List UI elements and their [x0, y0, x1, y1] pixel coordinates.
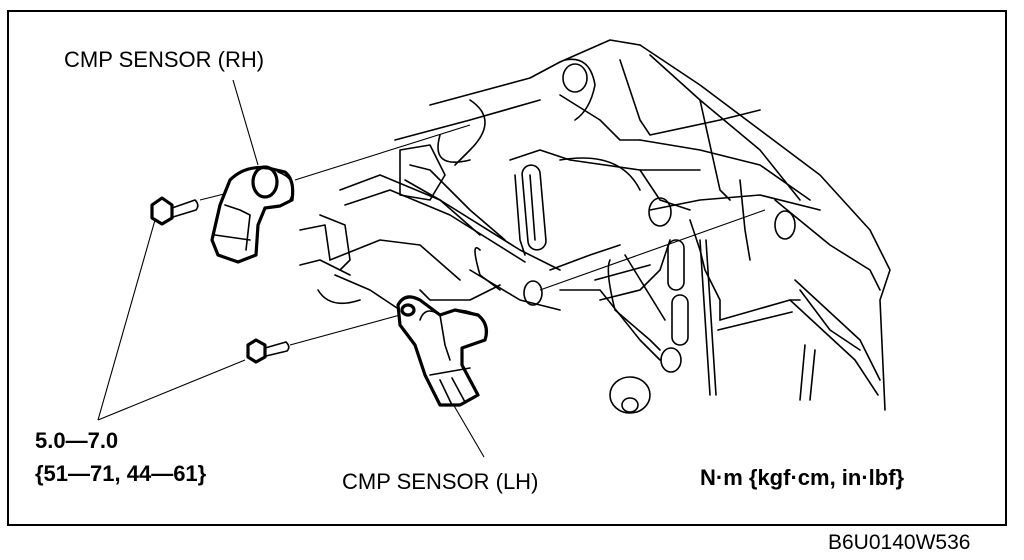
torque-units-label: N·m {kgf·cm, in·lbf}: [700, 465, 905, 490]
figure-frame: [7, 10, 1007, 526]
cmp-sensor-lh-icon: [396, 295, 489, 407]
torque-value: 5.0—7.0: [35, 428, 119, 453]
engine-block-icon: [299, 39, 891, 414]
torque-alt-values: {51—71, 44—61}: [35, 461, 207, 486]
bolt-icon: [246, 338, 290, 364]
cmp-sensor-rh-icon: [210, 165, 295, 264]
lh-axis-line: [289, 209, 766, 346]
torque-leader-lines: [97, 219, 246, 421]
rh-sensor-label: CMP SENSOR (RH): [64, 47, 265, 72]
figure-id: B6U0140W536: [828, 531, 971, 554]
rh-leader-line: [232, 79, 259, 166]
bolt-icon: [150, 196, 199, 226]
lh-sensor-label: CMP SENSOR (LH): [342, 469, 539, 494]
